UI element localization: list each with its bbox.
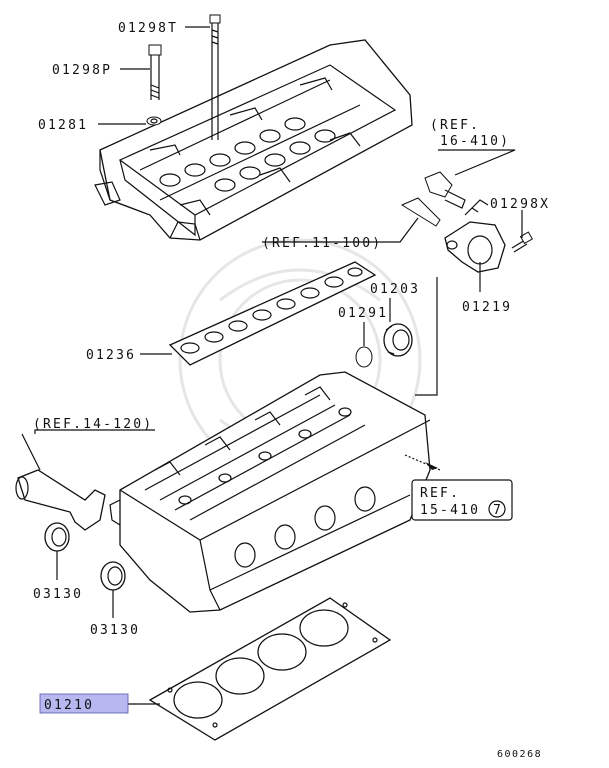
cam-position-sensor[interactable] (424, 171, 466, 209)
seal-03130-lower[interactable] (100, 561, 126, 591)
ref-15-410-line2: 15-410 (420, 503, 480, 518)
ref-11-100: (REF.11-100) (262, 236, 382, 251)
washer-01281[interactable] (146, 116, 162, 126)
ref-16-410-line1: (REF. (430, 118, 480, 133)
spark-plug-gasket-01236[interactable] (168, 261, 377, 366)
label-01203: 01203 (370, 282, 420, 297)
head-gasket-01210[interactable] (148, 597, 392, 741)
ref-16-410-line2: 16-410) (440, 134, 510, 149)
label-01219: 01219 (462, 300, 512, 315)
water-outlet-pipe[interactable] (15, 469, 106, 531)
label-01298T: 01298T (118, 21, 178, 36)
oil-seal-01203[interactable] (383, 323, 413, 357)
arrow-icon (425, 462, 438, 470)
bolt-01298X[interactable] (511, 231, 534, 253)
label-01210[interactable]: 01210 (44, 698, 94, 713)
highlight-01210 (39, 693, 129, 714)
label-01291: 01291 (338, 306, 388, 321)
o-ring-01291[interactable] (355, 346, 373, 368)
gasket-strip[interactable] (400, 197, 441, 227)
label-01281: 01281 (38, 118, 88, 133)
bolt-01298T[interactable] (209, 14, 221, 140)
leader-lines (21, 26, 523, 705)
diagram-id: 600268 (497, 749, 542, 760)
ref-14-120: (REF.14-120) (33, 417, 153, 432)
label-01236: 01236 (86, 348, 136, 363)
label-01298P: 01298P (52, 63, 112, 78)
sensor-cover-01219[interactable] (444, 199, 506, 273)
label-03130-upper: 03130 (33, 587, 83, 602)
valve-cover[interactable] (94, 39, 413, 241)
seal-03130-upper[interactable] (44, 522, 70, 552)
ref-box-15-410[interactable] (411, 479, 513, 521)
ref-15-410-line1: REF. (420, 486, 460, 501)
bolt-01298P[interactable] (148, 44, 162, 100)
ref-15-410-circle: 7 (493, 503, 503, 518)
label-01298X: 01298X (490, 197, 550, 212)
cylinder-head[interactable] (109, 371, 431, 613)
label-03130-lower: 03130 (90, 623, 140, 638)
